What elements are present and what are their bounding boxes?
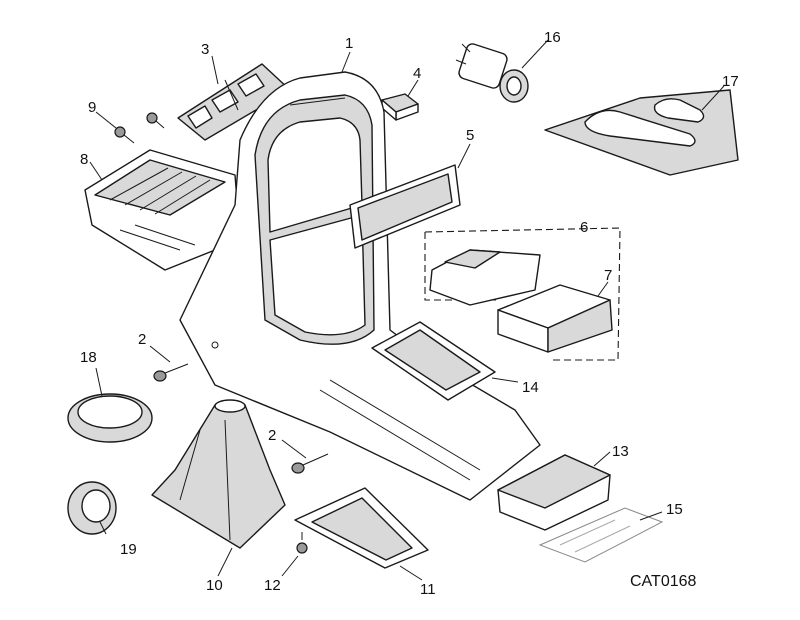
part-5-blanking-panel	[349, 164, 461, 249]
part-18-ring	[67, 393, 153, 443]
callout-7: 7	[604, 267, 612, 284]
callout-14: 14	[522, 379, 539, 396]
part-3-switch-pack	[177, 63, 291, 141]
callout-5: 5	[466, 127, 474, 144]
callout-12: 12	[264, 577, 281, 594]
part-17-trim-panel	[544, 89, 739, 176]
callout-16: 16	[544, 29, 561, 46]
callout-17: 17	[722, 73, 739, 90]
part-4-switch	[381, 93, 419, 121]
part-10-gear-boot	[151, 399, 286, 549]
callout-9: 9	[88, 99, 96, 116]
part-15-insert	[538, 507, 664, 563]
part-7-drawer	[497, 284, 613, 353]
part-19-knob	[67, 481, 117, 535]
callout-2-lower: 2	[268, 427, 276, 444]
part-13-lid	[497, 454, 611, 531]
callout-1: 1	[345, 35, 353, 52]
callout-8: 8	[80, 151, 88, 168]
part-14-gasket	[371, 321, 496, 401]
callout-13: 13	[612, 443, 629, 460]
leader-lines	[89, 39, 725, 581]
part-12-screw	[296, 532, 308, 554]
callout-11: 11	[420, 581, 436, 598]
part-2-screw-b	[291, 453, 329, 474]
callout-2-upper: 2	[138, 331, 146, 348]
callout-labels: 1 2 2 3 4 5 6 7 8 9 10 11 12 13 14 15 16…	[80, 29, 739, 598]
part-8-vent-housing	[84, 149, 241, 271]
callout-10: 10	[206, 577, 223, 594]
callout-18: 18	[80, 349, 97, 366]
callout-15: 15	[666, 501, 683, 518]
callout-6: 6	[580, 219, 588, 236]
part-11-bezel	[294, 487, 429, 569]
part-6-bracket-group	[424, 227, 621, 361]
catalog-code: CAT0168	[630, 573, 697, 590]
part-2-screw-a	[153, 363, 189, 382]
part-16-cigar-lighter	[455, 43, 529, 103]
part-9-screws	[114, 112, 165, 144]
callout-19: 19	[120, 541, 137, 558]
callout-4: 4	[413, 65, 421, 82]
callout-3: 3	[201, 41, 209, 58]
